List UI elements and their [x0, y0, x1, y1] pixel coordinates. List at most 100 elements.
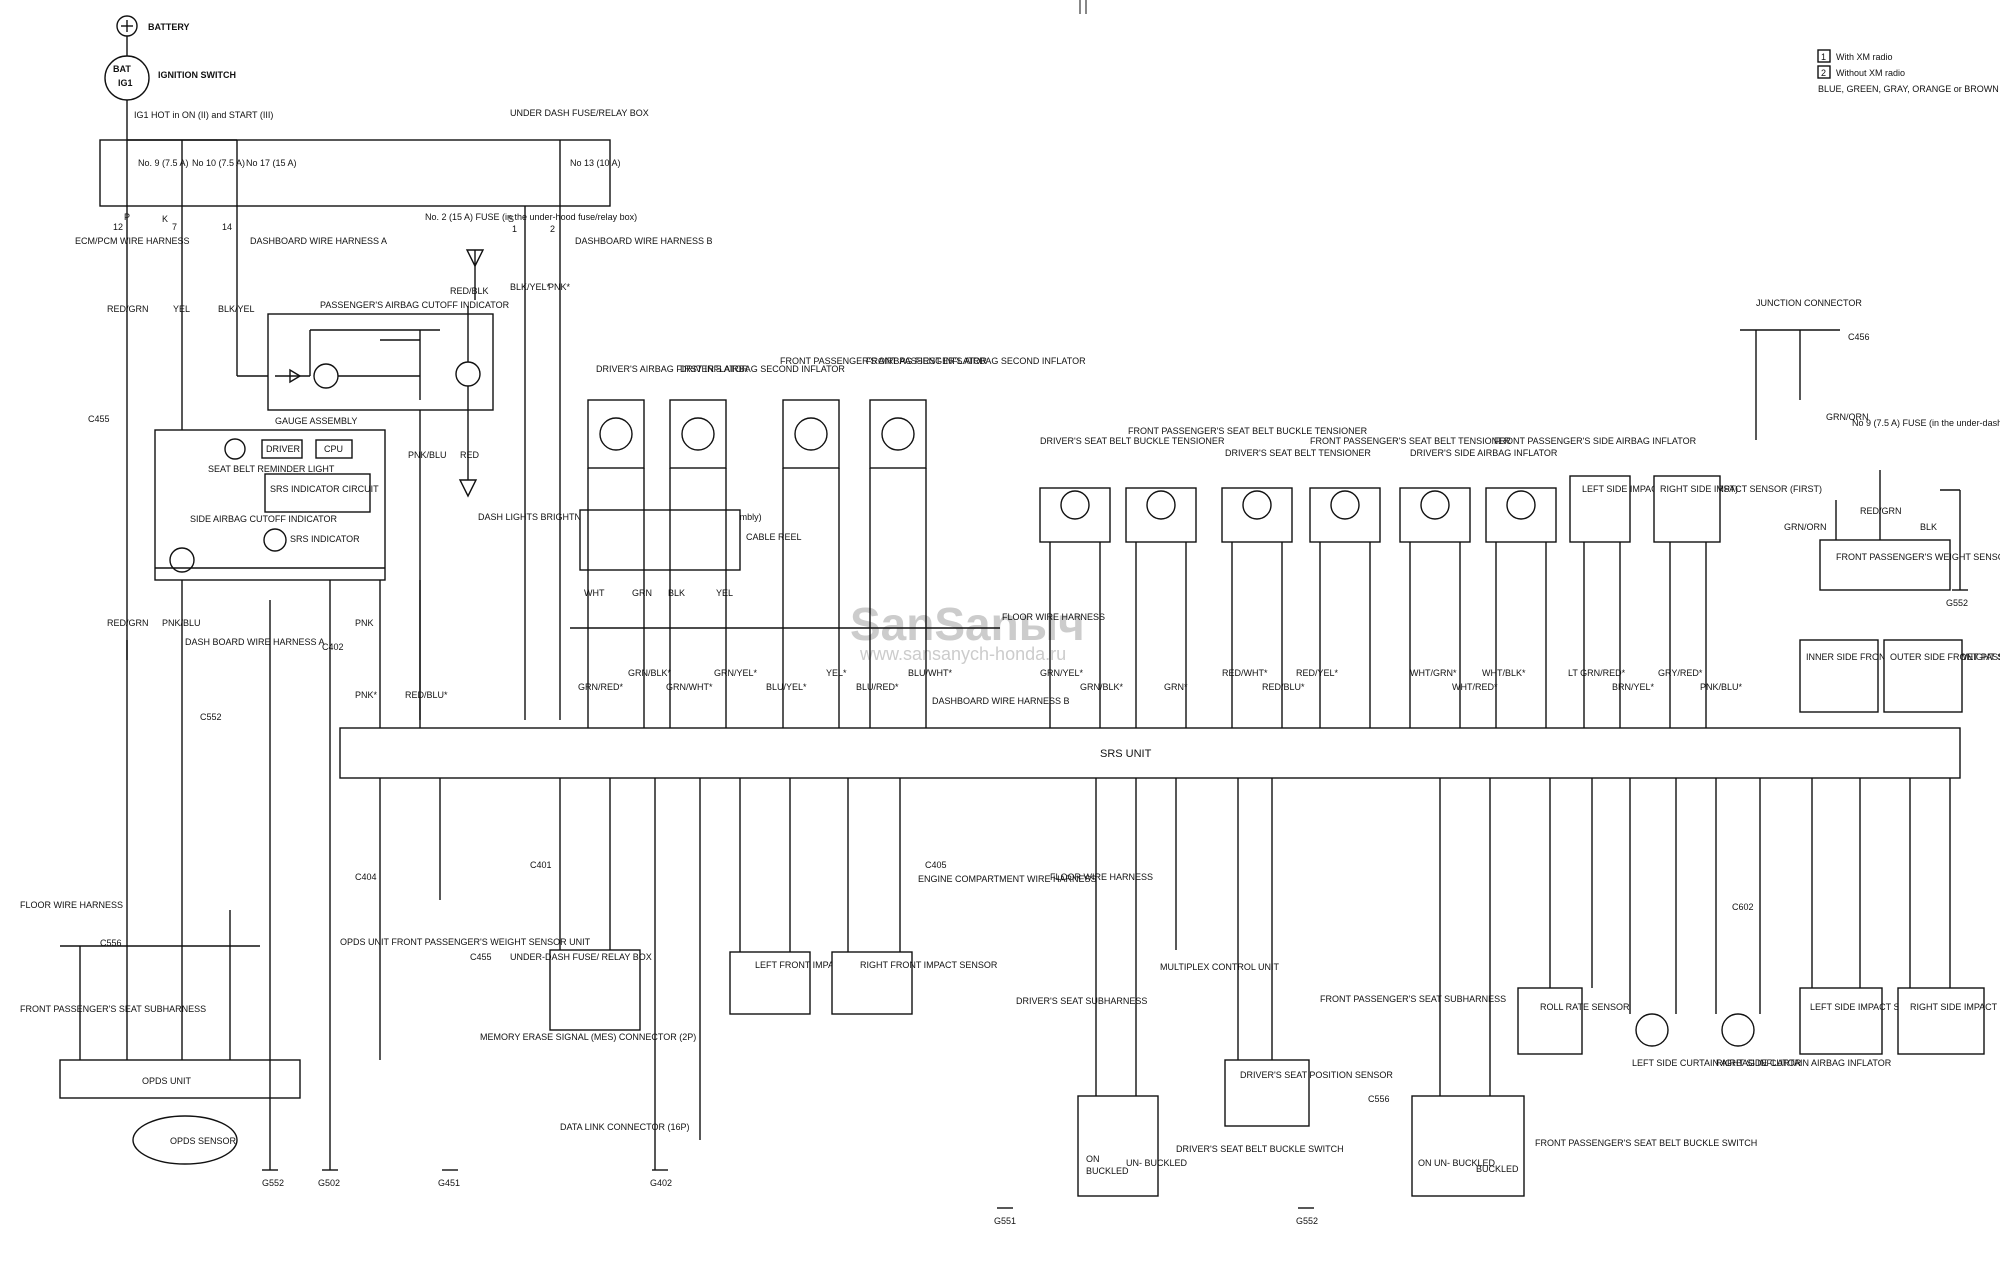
wire-yel: YEL: [173, 304, 190, 314]
tw-8: BLU/YEL*: [766, 682, 807, 692]
c404-label: C404: [355, 872, 377, 882]
watermark-url: www.sansanych-honda.ru: [859, 644, 1066, 664]
wire-pnk: PNK: [355, 618, 374, 628]
wire-pnk-star: PNK*: [548, 282, 571, 292]
seat-belt-light: [224, 438, 246, 460]
pin-12: 12: [113, 222, 123, 232]
wire-red-grn: RED/GRN: [107, 304, 149, 314]
driver-buckle-switch: [1077, 1095, 1159, 1197]
tensioner-fp-buckle: FRONT PASSENGER'S SEAT BELT BUCKLE TENSI…: [1128, 426, 1368, 436]
fuse-10: No 10 (7.5 A): [192, 158, 245, 168]
buckled-label: BUCKLED: [1086, 1166, 1129, 1176]
cable-reel-label: CABLE REEL: [746, 532, 802, 542]
pin-s: S: [508, 214, 514, 224]
fp-inflator-1: FRONT PASSENGER'S AIRBAG FIRST INFLATOR: [780, 356, 987, 366]
battery-symbol: [116, 15, 138, 56]
r-curtain-label: RIGHT SIDE CURTAIN AIRBAG INFLATOR: [1716, 1058, 1892, 1068]
opds-unit: [59, 1059, 301, 1099]
fp-buckle-switch: [1411, 1095, 1525, 1197]
pin-1: 1: [512, 224, 517, 234]
tw-23: GRY/RED*: [1658, 668, 1703, 678]
inner-weight-sensor: [1799, 639, 1879, 713]
wire-red: RED: [460, 450, 480, 460]
mes-connector: MEMORY ERASE SIGNAL (MES) CONNECTOR (2P): [480, 1032, 696, 1042]
dashboard-harness-b-label: DASHBOARD WIRE HARNESS B: [575, 236, 713, 246]
fuse-row: [126, 139, 561, 206]
driver-seat-position-sensor: [1224, 1059, 1310, 1127]
battery-label: BATTERY: [148, 22, 190, 32]
tw-12: GRN/YEL*: [1040, 668, 1084, 678]
dash-harness-a2: DASH BOARD WIRE HARNESS A: [185, 637, 325, 647]
wire-wht: WHT: [584, 588, 605, 598]
left-impact-second: [1799, 987, 1883, 1055]
wire-red-blk: RED/BLK: [450, 286, 489, 296]
dlc-label: DATA LINK CONNECTOR (16P): [560, 1122, 690, 1132]
driver-inflator-1: DRIVER'S AIRBAG FIRST INFLATOR: [596, 364, 749, 374]
fuse-9-b: No 9 (7.5 A) FUSE (in the under-dash fus…: [1852, 418, 2000, 428]
wire-yel-2: YEL: [716, 588, 733, 598]
tensioner-fp-belt: FRONT PASSENGER'S SEAT BELT TENSIONER: [1310, 436, 1511, 446]
watermark: SanSanыч: [850, 598, 1085, 650]
side-airbag-cutoff-label: SIDE AIRBAG CUTOFF INDICATOR: [190, 514, 338, 524]
wire-pnk-blu: PNK/BLU: [408, 450, 447, 460]
ig1-hot-label: IG1 HOT in ON (II) and START (III): [134, 110, 273, 120]
fp-onun-label: ON UN- BUCKLED: [1418, 1158, 1496, 1168]
side-airbag-cutoff-light: [169, 547, 195, 573]
tw-22: BRN/YEL*: [1612, 682, 1655, 692]
l-curtain-label: LEFT SIDE CURTAIN AIRBAG INFLATOR: [1632, 1058, 1802, 1068]
note-1: With XM radio: [1836, 52, 1893, 62]
under-dash-box-bottom: [549, 949, 641, 1031]
tw-18: WHT/GRN*: [1410, 668, 1457, 678]
c556-mid: C556: [1368, 1094, 1390, 1104]
cpu-block: [315, 439, 353, 459]
srs-indicator-light: [263, 528, 287, 552]
pin-p: P: [124, 212, 130, 222]
tw-5: GRN/BLK*: [628, 668, 672, 678]
mcu-label: MULTIPLEX CONTROL UNIT: [1160, 962, 1280, 972]
ground-g402: G402: [650, 1178, 672, 1188]
srs-unit: [339, 727, 1961, 779]
d-seat-subharness: DRIVER'S SEAT SUBHARNESS: [1016, 996, 1147, 1006]
left-impact-sensor-first: [1569, 475, 1631, 543]
fp-weight-sensor-unit: [1819, 539, 1951, 591]
wire-blk-yel: BLK/YEL: [218, 304, 255, 314]
tw-15: RED/WHT*: [1222, 668, 1268, 678]
ground-g502: G502: [318, 1178, 340, 1188]
dash-lights-ground: [458, 479, 478, 498]
left-front-impact: [729, 951, 811, 1015]
right-front-impact: [831, 951, 913, 1015]
left-curtain-inflator: [1635, 1013, 1669, 1047]
roll-rate-sensor: [1517, 987, 1583, 1055]
rf-impact-label: RIGHT FRONT IMPACT SENSOR: [860, 960, 998, 970]
right-impact-sensor-first: [1653, 475, 1721, 543]
srs-unit-label: SRS UNIT: [1100, 748, 1152, 760]
driver-block: [261, 439, 303, 459]
ground-g552-a: G552: [262, 1178, 284, 1188]
tw-16: RED/YEL*: [1296, 668, 1339, 678]
driver-label: DRIVER: [266, 444, 301, 454]
wire-grn-orn-b: GRN/ORN: [1784, 522, 1827, 532]
l-impact2-label: LEFT SIDE IMPACT SENSOR (SECOND): [1810, 1002, 1979, 1012]
tensioner-d-belt: DRIVER'S SEAT BELT TENSIONER: [1225, 448, 1371, 458]
c455-label: C455: [88, 414, 110, 424]
engine-harness: ENGINE COMPARTMENT WIRE HARNESS: [918, 874, 1097, 884]
tw-14: GRN*: [1164, 682, 1188, 692]
note-1-box: [1817, 49, 1831, 63]
cutoff-indicator-title: PASSENGER'S AIRBAG CUTOFF INDICATOR: [320, 300, 510, 310]
roll-rate-label: ROLL RATE SENSOR: [1540, 1002, 1630, 1012]
inflator-group: [587, 399, 927, 469]
tw-7: GRN/YEL*: [714, 668, 758, 678]
tw-17: RED/BLU*: [1262, 682, 1305, 692]
fp-seat-sub: FRONT PASSENGER'S SEAT SUBHARNESS: [1320, 994, 1506, 1004]
pin-2: 2: [550, 224, 555, 234]
d-buckle-label: DRIVER'S SEAT BELT BUCKLE SWITCH: [1176, 1144, 1344, 1154]
fp-side-inflator: FRONT PASSENGER'S SIDE AIRBAG INFLATOR: [1494, 436, 1697, 446]
unbuckled-label: UN- BUCKLED: [1126, 1158, 1188, 1168]
left-wires: [126, 206, 561, 720]
driver-inflator-2: DRIVER'S AIRBAG SECOND INFLATOR: [680, 364, 845, 374]
wire-pnk-blu-2: PNK/BLU: [162, 618, 201, 628]
wire-red-grn-b: RED/GRN: [1860, 506, 1902, 516]
note-colors: BLUE, GREEN, GRAY, ORANGE or BROWN wire …: [1818, 84, 2000, 94]
tw-4: GRN/RED*: [578, 682, 624, 692]
opds-unit-label: OPDS UNIT: [142, 1076, 192, 1086]
